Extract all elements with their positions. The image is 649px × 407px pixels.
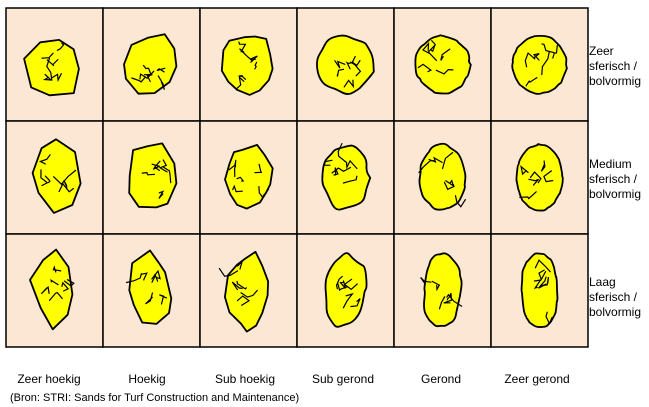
column-label-sub-rounded: Sub gerond [294,372,392,387]
row-label-low-spherical: Laag sferisch / bolvormig [589,275,649,320]
column-label-very-angular: Zeer hoekig [0,372,98,387]
grain-medium-spherical-sub-rounded [322,146,370,210]
column-label-sub-angular: Sub hoekig [196,372,294,387]
grain-very-spherical-very-rounded [512,36,567,94]
column-label-very-rounded: Zeer gerond [488,372,586,387]
row-label-medium-spherical: Medium sferisch / bolvormig [589,157,649,202]
source-caption: (Bron: STRI: Sands for Turf Construction… [10,392,299,405]
column-label-rounded: Gerond [392,372,490,387]
row-label-very-spherical: Zeer sferisch / bolvormig [589,44,649,89]
grain-low-spherical-very-rounded [522,253,558,327]
grain-low-spherical-rounded [424,253,462,326]
column-label-angular: Hoekig [98,372,196,387]
